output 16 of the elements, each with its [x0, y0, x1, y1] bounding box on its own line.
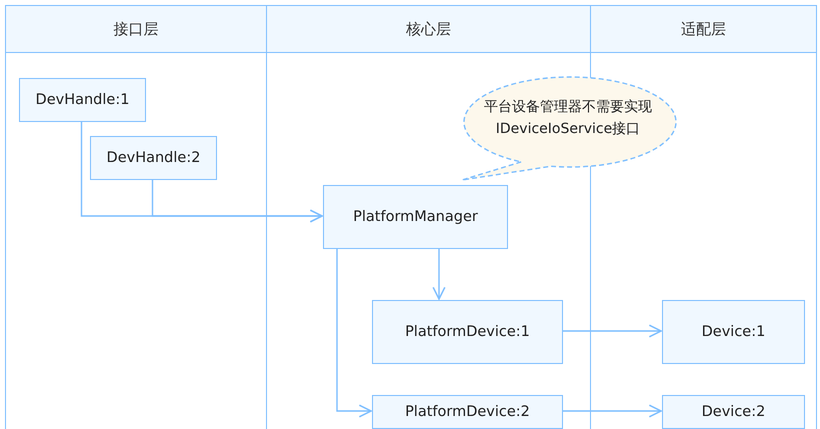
process-box: PlatformManager: [323, 185, 508, 249]
lane-header: 核心层: [267, 6, 590, 53]
arrow: [562, 324, 662, 338]
process-box: DevHandle:2: [90, 136, 217, 180]
arrow: [152, 179, 323, 223]
swimlane: [5, 5, 267, 429]
process-box: Device:1: [662, 300, 805, 364]
process-box: Device:2: [662, 395, 805, 429]
arrow: [432, 248, 446, 300]
arrow: [336, 248, 372, 418]
lane-header: 接口层: [6, 6, 266, 53]
process-box: PlatformDevice:2: [372, 395, 563, 429]
arrow: [562, 404, 662, 418]
process-box: DevHandle:1: [19, 78, 146, 122]
lane-header: 适配层: [591, 6, 816, 53]
process-box: PlatformDevice:1: [372, 300, 563, 364]
